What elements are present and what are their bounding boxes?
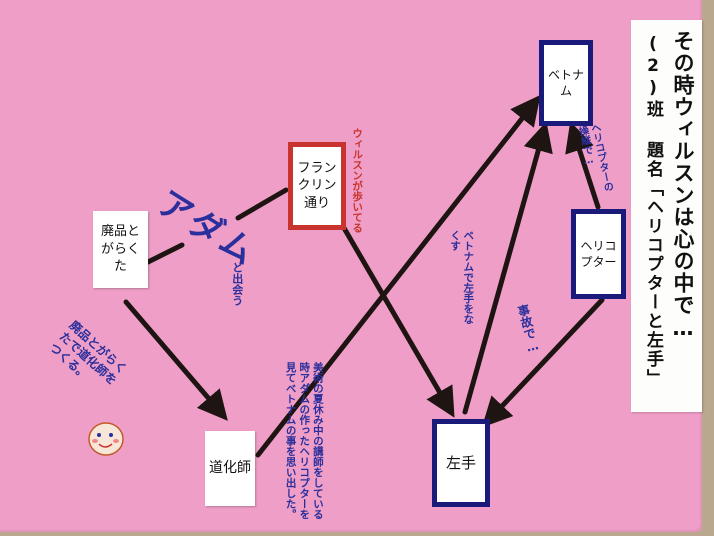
annotation-wilson-walks: ウィルスンが歩いてる	[351, 128, 364, 233]
smiley-face-icon	[88, 422, 124, 456]
node-franklin-label: フランクリン通り	[297, 160, 337, 211]
node-haihin: 廃品とがらくた	[93, 211, 148, 288]
arrow-helicopter-vietnam	[565, 121, 601, 210]
annotation-vietnam-lost: ベトナムで左手をなくす	[449, 230, 475, 325]
arrow-franklin-hidarite	[341, 225, 455, 418]
arrow-helicopter-hidarite	[481, 297, 605, 428]
arrow-hidarite-vietnam	[462, 121, 553, 415]
node-vietnam-label: ベトナム	[547, 67, 584, 98]
annotation-deau: と出会う	[230, 262, 244, 306]
arrow-haihin-doukeshi	[123, 299, 228, 421]
node-vietnam: ベトナム	[539, 40, 593, 126]
node-helicopter-label: ヘリコプター	[580, 238, 617, 269]
node-hidarite: 左手	[432, 419, 490, 507]
arrow-doukeshi-vietnam	[255, 94, 541, 458]
node-doukeshi: 道化師	[205, 431, 255, 506]
link-haihin-franklin-2	[235, 187, 289, 221]
page-title: その時ウィルスンは心の中で…	[671, 30, 695, 341]
node-hidarite-label: 左手	[445, 453, 476, 472]
annotation-memory: 美術の夏休み中の講師をしている時アダムの作ったヘリコプターを見てベトナムの事を思…	[284, 362, 324, 520]
page-subtitle: (2)班 題名「ヘリコプターと左手」	[643, 34, 663, 388]
node-helicopter: ヘリコプター	[571, 209, 626, 299]
link-haihin-franklin	[145, 242, 185, 265]
title-strip: その時ウィルスンは心の中で… (2)班 題名「ヘリコプターと左手」	[631, 20, 702, 412]
node-doukeshi-label: 道化師	[209, 460, 251, 477]
node-franklin: フランクリン通り	[288, 142, 346, 230]
node-haihin-label: 廃品とがらくた	[100, 224, 140, 275]
